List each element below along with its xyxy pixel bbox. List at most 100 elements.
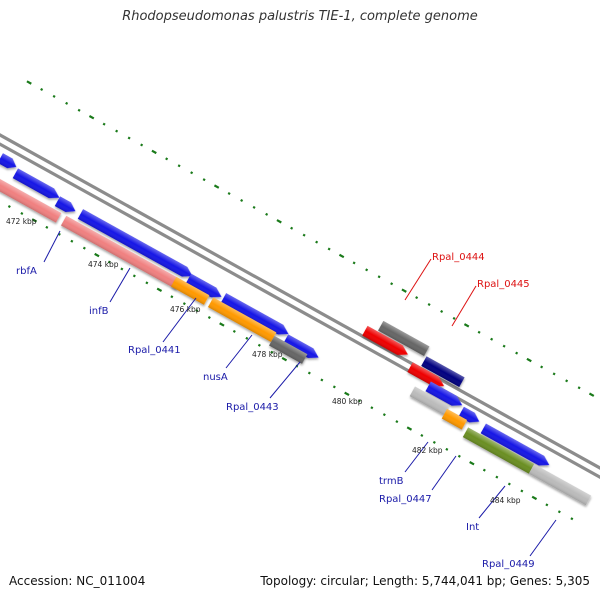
gene-label-rpal-0445[interactable]: Rpal_0445 xyxy=(477,279,530,290)
tick-mark xyxy=(490,337,494,341)
cds-arrow[interactable] xyxy=(54,196,78,216)
infb-bar-gloss xyxy=(60,215,182,290)
cds-arrow[interactable] xyxy=(77,209,195,281)
leader-line xyxy=(269,361,301,399)
tick-mark xyxy=(165,157,169,161)
rpal-0444-arrow[interactable] xyxy=(362,325,410,359)
gene-label-rpal-0444[interactable]: Rpal_0444 xyxy=(432,252,485,263)
tick-mark xyxy=(170,295,174,299)
tick-mark xyxy=(557,510,561,514)
accession-label: Accession: xyxy=(9,574,73,588)
leader-line xyxy=(431,455,457,491)
cds-arrow[interactable] xyxy=(425,381,465,410)
trmb-bar[interactable] xyxy=(409,386,450,415)
tick-mark xyxy=(307,371,311,375)
rpal-0441-bar-gloss xyxy=(170,276,210,305)
rpal-0447-bar[interactable] xyxy=(441,408,468,430)
gene-label-infb[interactable]: infB xyxy=(89,306,109,317)
tick-mark xyxy=(227,192,231,196)
gene-label-rbfa[interactable]: rbfA xyxy=(16,266,37,277)
tick-mark xyxy=(395,420,399,424)
gene-labels[interactable]: rbfA infB Rpal_0441 nusA Rpal_0443 Rpal_… xyxy=(16,252,535,570)
rpal-0443-bar[interactable] xyxy=(269,335,308,364)
scale-label: 472 kbp xyxy=(6,217,37,226)
rpal-0449-bar[interactable] xyxy=(528,464,592,506)
leader-line xyxy=(451,285,477,327)
tick-mark xyxy=(531,495,538,501)
nusa-bar[interactable] xyxy=(207,297,277,343)
cds-arrow[interactable] xyxy=(0,153,19,171)
rpal-0445-bar[interactable] xyxy=(421,356,465,388)
tick-mark xyxy=(302,233,306,237)
cds-arrow[interactable] xyxy=(12,168,62,202)
cds-arrow-gloss xyxy=(220,293,289,335)
tick-mark xyxy=(151,149,157,155)
cds-arrow[interactable] xyxy=(220,293,291,339)
cds-arrow-gloss xyxy=(0,153,17,169)
tick-mark xyxy=(377,275,381,279)
tick-mark xyxy=(102,122,106,126)
tick-mark xyxy=(207,316,211,320)
gene-label-rpal-0441[interactable]: Rpal_0441 xyxy=(128,345,181,356)
gene-label-rpal-0447[interactable]: Rpal_0447 xyxy=(379,494,432,505)
tick-mark xyxy=(507,482,511,486)
gene-label-rpal-0443[interactable]: Rpal_0443 xyxy=(226,402,279,413)
tick-mark xyxy=(445,447,449,451)
tick-mark xyxy=(94,252,100,258)
tick-mark xyxy=(406,426,413,431)
gene-label-int[interactable]: Int xyxy=(466,522,479,533)
accession-value: NC_011004 xyxy=(76,574,146,588)
tick-mark xyxy=(115,129,119,133)
rpal-0443-bar-gloss xyxy=(269,335,308,364)
tick-mark xyxy=(357,399,361,403)
scale-label: 476 kbp xyxy=(170,305,201,314)
rpal-0441-bar[interactable] xyxy=(170,276,210,305)
tick-mark xyxy=(332,385,336,389)
tick-mark xyxy=(7,205,11,209)
tick-mark xyxy=(545,503,549,507)
scale-label: 484 kbp xyxy=(490,496,521,505)
tick-mark xyxy=(515,351,519,355)
tick-mark xyxy=(577,386,581,390)
feature-track[interactable] xyxy=(0,153,592,506)
tick-mark xyxy=(469,461,475,466)
tick-mark xyxy=(432,440,436,444)
label-leader-lines xyxy=(43,230,557,557)
int-bar[interactable] xyxy=(462,427,535,474)
tick-mark xyxy=(520,489,524,493)
cds-arrow[interactable] xyxy=(480,423,552,470)
leader-line xyxy=(162,297,197,343)
tick-mark xyxy=(276,219,282,224)
tick-mark xyxy=(427,303,431,307)
tick-mark xyxy=(320,378,324,382)
rbfa-bar[interactable] xyxy=(0,168,62,223)
tick-mark xyxy=(588,392,595,397)
tick-mark xyxy=(40,87,44,91)
cds-arrow[interactable] xyxy=(282,334,321,362)
rpal-0444-bar[interactable] xyxy=(378,320,430,357)
rpal-0445-bar-gloss xyxy=(421,356,465,388)
tick-mark xyxy=(570,517,574,521)
rpal-0449-bar-gloss xyxy=(528,464,592,506)
gene-label-nusa[interactable]: nusA xyxy=(203,372,228,383)
infb-bar[interactable] xyxy=(60,215,182,290)
tick-mark xyxy=(127,136,131,140)
tick-mark xyxy=(281,356,288,362)
backbone-line xyxy=(0,133,600,470)
backbone-line xyxy=(0,142,600,479)
leader-line xyxy=(529,519,557,557)
rpal-0445-arrow[interactable] xyxy=(407,362,446,390)
rbfa-bar-gloss xyxy=(0,168,62,223)
cds-arrow-gloss xyxy=(77,209,193,277)
gene-label-trmb[interactable]: trmB xyxy=(379,476,404,487)
tick-mark xyxy=(370,406,374,410)
cds-arrow[interactable] xyxy=(185,273,224,302)
tick-mark xyxy=(107,260,111,264)
tick-mark xyxy=(502,344,506,348)
tick-mark xyxy=(132,274,136,278)
tick-mark xyxy=(420,433,424,437)
gene-label-rpal-0449[interactable]: Rpal_0449 xyxy=(482,559,535,570)
tick-mark xyxy=(327,247,331,251)
tick-mark xyxy=(540,365,544,369)
